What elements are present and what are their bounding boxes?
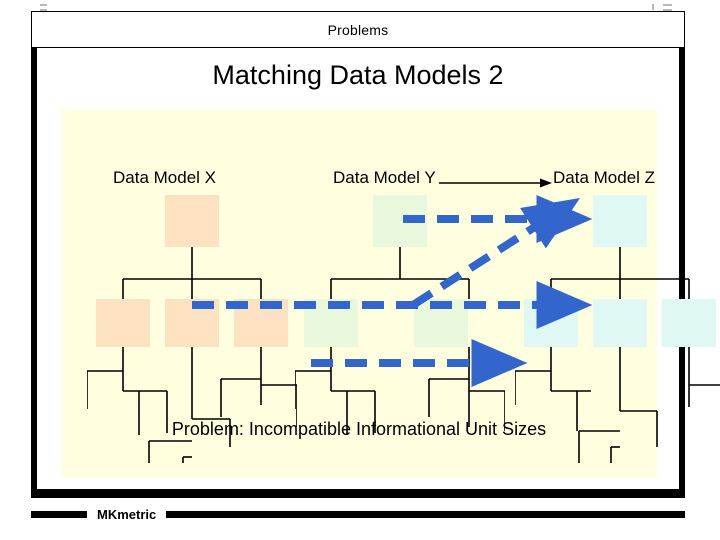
crop-mark-left-2	[40, 9, 47, 11]
tree-node-child-1	[96, 299, 150, 347]
header-band: Problems	[31, 11, 685, 48]
tree-node-child-2	[414, 299, 468, 347]
tree-node-child-2	[165, 299, 219, 347]
tree-node-root	[593, 195, 647, 247]
tree-node-child-1	[524, 299, 578, 347]
tree-node-child-1	[304, 299, 358, 347]
tree-node-child-3	[662, 299, 716, 347]
model-label-x: Data Model X	[113, 168, 216, 187]
crop-mark-right-2	[663, 9, 672, 11]
tree-node-child-3	[234, 299, 288, 347]
crop-mark-corner	[652, 4, 654, 10]
page-title: Matching Data Models 2	[212, 60, 504, 90]
crop-mark-right	[663, 4, 672, 6]
footer-rule-left	[31, 510, 87, 518]
tree-node-child-2	[593, 299, 647, 347]
crop-mark-left	[40, 4, 47, 6]
right-arrow-icon	[439, 178, 552, 188]
model-label-z: Data Model Z	[553, 168, 656, 187]
content-panel: Data Model X Data Model Y Data Model Z	[61, 109, 720, 477]
header-title: Problems	[327, 21, 389, 38]
footer-brand: MKmetric	[97, 506, 157, 522]
slide-body: Matching Data Models 2 Data Model X Data…	[31, 48, 720, 498]
footer: MKmetric	[31, 503, 685, 525]
tree-node-root	[165, 195, 219, 247]
problem-caption: Problem: Incompatible Informational Unit…	[171, 419, 547, 439]
model-label-y: Data Model Y	[333, 168, 436, 187]
tree-node-root	[373, 195, 427, 247]
footer-rule-right	[166, 510, 685, 518]
